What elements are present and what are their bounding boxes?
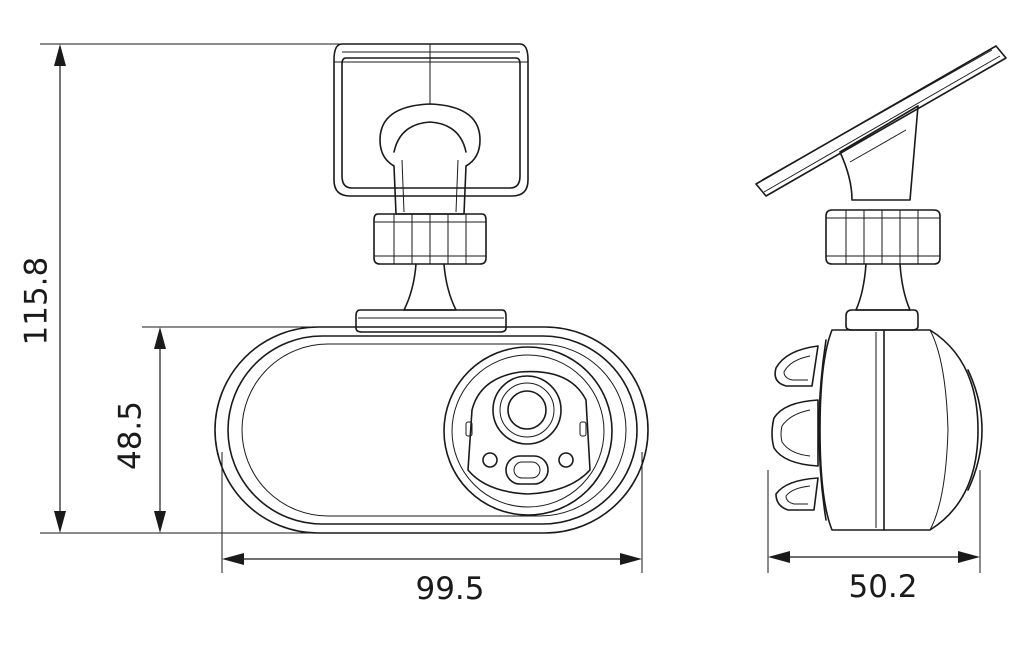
side-base-plate [845,309,919,331]
front-stem [403,263,457,311]
side-rear-lobes [771,345,819,511]
front-base-plate [355,309,507,333]
dimension-body-width [221,452,643,573]
side-view [755,45,1007,531]
front-lens-module [443,346,613,516]
front-camera-body [214,326,649,534]
total-height-value: 115.8 [18,256,55,346]
front-view [214,43,649,534]
body-height-value: 48.5 [112,400,149,471]
dimension-body-depth [767,470,981,573]
body-depth-value: 50.2 [848,569,918,605]
side-mount-pad [755,45,1007,201]
dimension-total-height [40,43,340,534]
body-width-value: 99.5 [415,571,485,607]
side-stem [855,263,911,311]
side-knurled-nut [825,209,941,265]
side-camera-body [818,329,983,531]
front-knurled-nut [373,213,487,265]
front-swivel-neck [379,103,481,215]
dimension-body-height [142,326,320,533]
front-mount-pad [333,43,529,197]
